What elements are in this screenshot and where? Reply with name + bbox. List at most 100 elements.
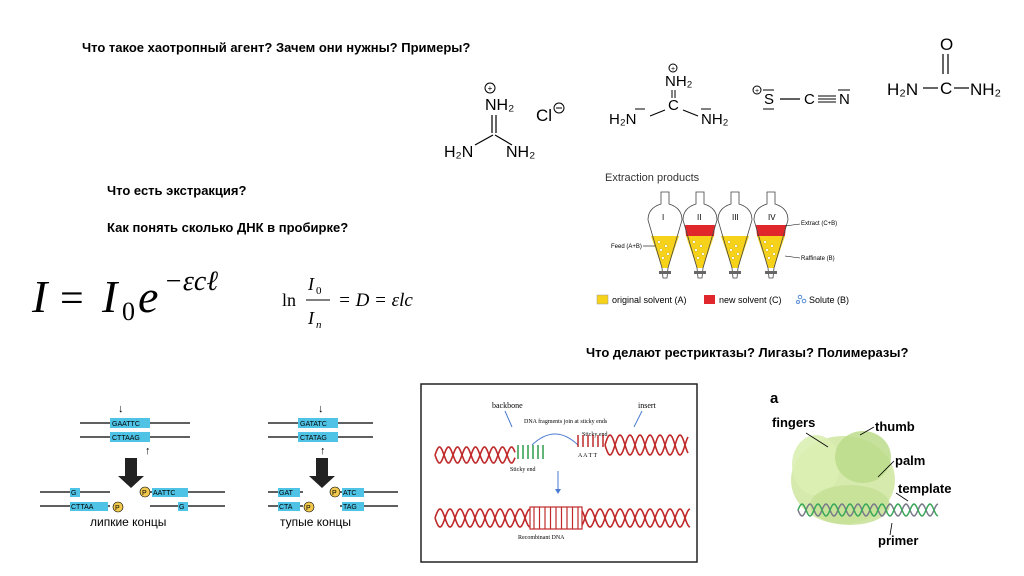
- question-extraction: Что есть экстракция?: [107, 183, 247, 198]
- f2-numsub: 0: [316, 285, 322, 297]
- pol-a-label: a: [770, 390, 779, 407]
- sticky-ends-diagram: ↓ GAATTC CTTAAG ↑ G CTTAA P P AATTC G ли…: [40, 403, 225, 529]
- legend-solute: Solute (B): [809, 295, 849, 305]
- legend-original: original solvent (A): [612, 295, 687, 305]
- question-enzymes: Что делают рестриктазы? Лигазы? Полимера…: [586, 345, 909, 360]
- f2-densub: n: [316, 319, 322, 331]
- funnel-label: III: [732, 213, 739, 222]
- g2-c-label: C: [668, 97, 679, 114]
- f1-exp: −εcℓ: [164, 266, 218, 297]
- guan-left-label: H₂N: [444, 144, 473, 161]
- f2-den: I: [307, 308, 315, 328]
- sticky-site-bottom: CTTAAG: [112, 435, 140, 442]
- pol-template-label: template: [898, 481, 951, 496]
- blunt-ends-diagram: ↓ GATATC CTATAG ↑ GAT CTA P P ATC TAG ту…: [268, 403, 398, 529]
- g2-top-label: NH₂: [665, 73, 693, 90]
- thiocyanate-structure: + S C N: [752, 85, 850, 110]
- sticky-left-top: G: [71, 490, 76, 497]
- recombinant-label: Recombinant DNA: [518, 535, 565, 541]
- f2-num: I: [307, 274, 315, 294]
- svg-text:↑: ↑: [320, 445, 326, 457]
- funnel-label: II: [697, 213, 701, 222]
- sticky-left-bottom: CTTAA: [71, 504, 94, 511]
- polymerase-diagram: a fingers thumb palm template primer: [770, 390, 951, 548]
- urea-structure: O C H₂N NH₂: [887, 35, 1001, 99]
- f2-rest: = D = εlc: [338, 290, 413, 311]
- urea-o-label: O: [940, 35, 953, 54]
- join-label: DNA fragments join at sticky ends: [524, 418, 608, 425]
- funnel-extract-layer: [756, 225, 786, 236]
- blunt-left-top: GAT: [279, 490, 294, 497]
- pol-thumb-label: thumb: [875, 419, 915, 434]
- blunt-p-left: P: [306, 505, 311, 512]
- funnel-outline: [647, 191, 683, 279]
- funnel-extract-layer: [685, 225, 715, 236]
- ligation-diagram: backbone insert DNA fragments join at st…: [420, 383, 698, 563]
- sticky-end-label-right: Sticky end: [582, 432, 608, 438]
- funnel-liquid: [721, 236, 749, 268]
- guan-top-label: NH₂: [485, 97, 514, 114]
- f1-sub0: 0: [122, 297, 135, 326]
- extraction-title: Extraction products: [605, 172, 700, 184]
- f1-I: I: [31, 271, 50, 322]
- blunt-left-bottom: CTA: [279, 504, 293, 511]
- svg-text:+: +: [671, 66, 675, 73]
- blunt-site-bottom: CTATAG: [300, 435, 327, 442]
- g2-right-label: NH₂: [701, 111, 729, 128]
- svg-text:↓: ↓: [118, 403, 124, 415]
- raffinate-label: Raffinate (B): [801, 256, 835, 262]
- guanidinium-chloride-structure: + NH₂ H₂N NH₂ Cl: [444, 82, 565, 161]
- sticky-p-left: P: [115, 505, 120, 512]
- urea-right-label: NH₂: [970, 80, 1001, 99]
- funnel-label: IV: [768, 213, 776, 222]
- funnel-outline: [717, 191, 753, 279]
- funnel-liquid: [757, 236, 785, 268]
- guan-right-label: NH₂: [506, 144, 535, 161]
- sticky-caption: липкие концы: [90, 515, 166, 529]
- pol-primer-label: primer: [878, 533, 918, 548]
- sticky-right-bottom: G: [179, 504, 184, 511]
- funnel-label: I: [662, 213, 664, 222]
- sequence-label: A A T T: [578, 453, 598, 459]
- question-dna-amount: Как понять сколько ДНК в пробирке?: [107, 220, 349, 235]
- sticky-site-top: GAATTC: [112, 421, 140, 428]
- svg-text:+: +: [755, 88, 759, 95]
- absorbance-formula: ln I 0 I n = D = εlc: [282, 274, 413, 331]
- f1-I0: I: [101, 271, 120, 322]
- thio-n-label: N: [839, 91, 850, 108]
- funnel-liquid: [651, 236, 679, 268]
- feed-label: Feed (A+B): [611, 244, 642, 250]
- blunt-right-top: ATC: [343, 490, 356, 497]
- blunt-caption: тупые концы: [280, 515, 351, 529]
- thio-s-label: S: [764, 91, 774, 108]
- blunt-site-top: GATATC: [300, 421, 327, 428]
- svg-text:+: +: [488, 84, 493, 93]
- sticky-right-top: AATTC: [153, 490, 175, 497]
- f2-ln: ln: [282, 290, 296, 310]
- urea-c-label: C: [940, 79, 952, 98]
- svg-text:↓: ↓: [318, 403, 324, 415]
- question-chaotropic: Что такое хаотропный агент? Зачем они ну…: [82, 40, 471, 55]
- sticky-end-label-left: Sticky end: [510, 467, 536, 473]
- blunt-right-bottom: TAG: [343, 504, 357, 511]
- insert-label: insert: [638, 401, 657, 410]
- pol-palm-label: palm: [895, 453, 925, 468]
- g2-left-label: H₂N: [609, 111, 637, 128]
- funnel-liquid: [686, 236, 714, 268]
- urea-left-label: H₂N: [887, 80, 918, 99]
- thio-c-label: C: [804, 91, 815, 108]
- pol-fingers-label: fingers: [772, 415, 815, 430]
- svg-text:↑: ↑: [145, 445, 151, 457]
- backbone-label: backbone: [492, 401, 523, 410]
- funnel-outline: [682, 191, 718, 279]
- funnel-outline: [753, 191, 789, 279]
- f1-e: e: [138, 271, 158, 322]
- beer-lambert-formula: I = I 0 e −εcℓ: [31, 266, 218, 326]
- blunt-p-right: P: [332, 490, 337, 497]
- guanidine-structure: + NH₂ C H₂N NH₂: [609, 63, 729, 128]
- legend-new: new solvent (C): [719, 295, 782, 305]
- guan-cl-label: Cl: [536, 106, 552, 125]
- extract-label: Extract (C+B): [801, 221, 837, 227]
- f1-eq: =: [60, 276, 84, 322]
